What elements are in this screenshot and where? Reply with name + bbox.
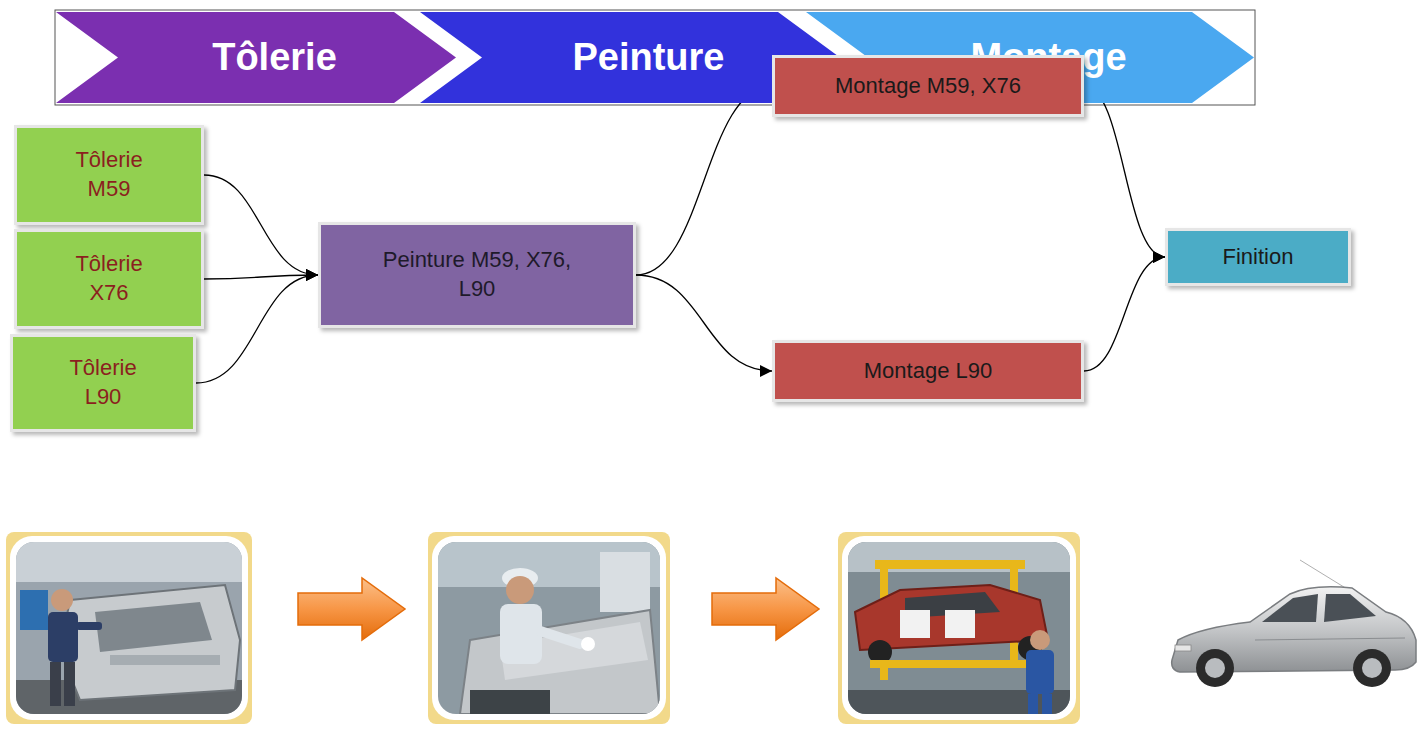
process-box: Montage M59, X76 bbox=[772, 55, 1084, 117]
box-label: Tôlerie M59 bbox=[59, 146, 159, 203]
box-label: Peinture M59, X76, L90 bbox=[370, 246, 585, 303]
photo-tolerie bbox=[6, 532, 252, 724]
photo-peinture bbox=[428, 532, 670, 724]
process-box: Montage L90 bbox=[772, 340, 1084, 402]
flow-connector bbox=[196, 275, 318, 383]
box-label: Montage L90 bbox=[864, 357, 992, 386]
process-box: Tôlerie M59 bbox=[14, 125, 204, 225]
photo-montage bbox=[838, 532, 1080, 724]
stage-chevron: Tôlerie bbox=[56, 12, 456, 103]
flow-connector bbox=[204, 175, 318, 275]
stage-label: Tôlerie bbox=[212, 33, 337, 82]
box-label: Finition bbox=[1223, 243, 1294, 272]
box-label: Tôlerie L90 bbox=[53, 354, 153, 411]
chevron-fill bbox=[56, 12, 456, 103]
flow-connector bbox=[636, 86, 772, 275]
process-box: Tôlerie L90 bbox=[10, 334, 196, 432]
process-box: Peinture M59, X76, L90 bbox=[318, 222, 636, 328]
orange-arrow bbox=[298, 578, 405, 640]
flow-connector bbox=[1084, 257, 1165, 371]
process-box: Finition bbox=[1165, 228, 1351, 286]
stage-label: Peinture bbox=[572, 33, 724, 82]
car-picture bbox=[1172, 560, 1416, 687]
flow-connector bbox=[1084, 86, 1165, 257]
orange-arrow bbox=[712, 578, 819, 640]
process-box: Tôlerie X76 bbox=[14, 229, 204, 329]
box-label: Tôlerie X76 bbox=[59, 250, 159, 307]
flow-connector bbox=[636, 275, 772, 371]
box-label: Montage M59, X76 bbox=[835, 72, 1021, 101]
